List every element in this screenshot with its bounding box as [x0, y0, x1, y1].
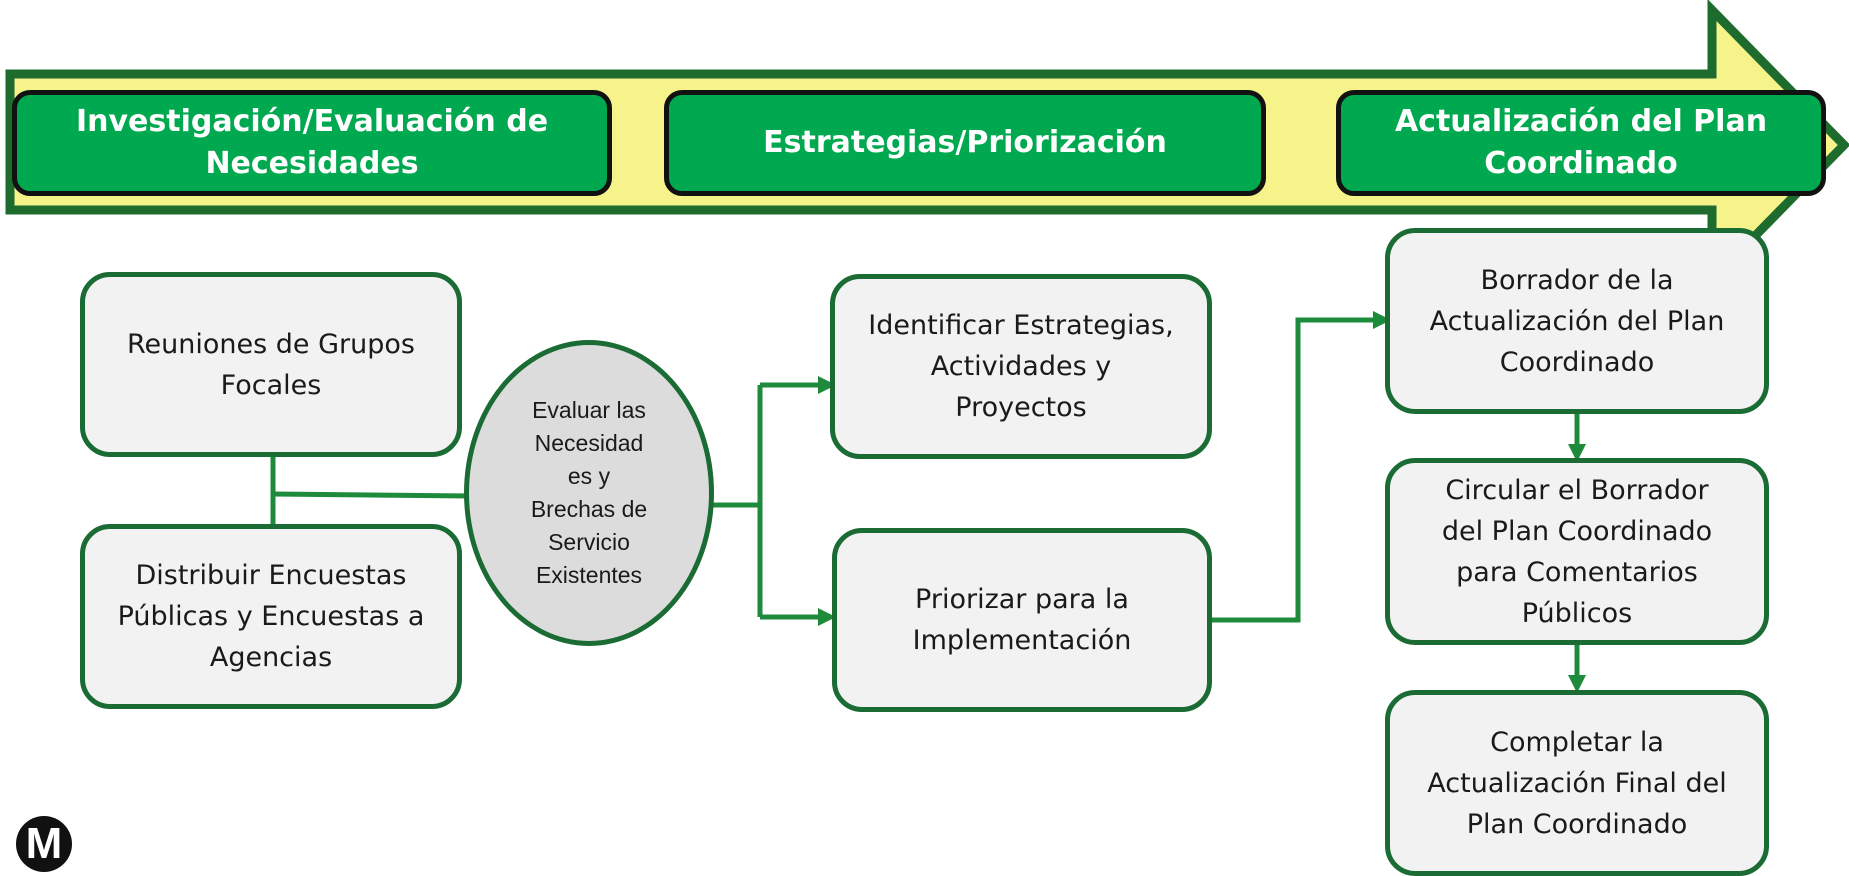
node-label-line: Actividades y: [930, 351, 1112, 382]
arrowhead-prioritize: [818, 608, 836, 626]
node-label-line: Distribuir Encuestas: [135, 560, 407, 591]
node-label-line: Servicio: [548, 529, 630, 555]
node-label-line: Existentes: [535, 562, 643, 588]
node-label-line: Circular el Borrador: [1445, 474, 1709, 506]
phase-strategies: Estrategias/Priorización: [664, 90, 1266, 196]
node-prioritize: Priorizar para la Implementación: [832, 528, 1212, 712]
node-label-line: Identificar Estrategias,: [868, 310, 1174, 341]
node-label-line: Necesidad: [534, 430, 644, 456]
node-label-line: del Plan Coordinado: [1441, 515, 1713, 547]
arrowhead-complete: [1568, 675, 1586, 693]
metro-logo-icon: M: [16, 816, 72, 872]
node-label-line: Públicas y Encuestas a: [117, 601, 425, 632]
node-label-line: Públicos: [1521, 597, 1633, 629]
node-label-line: Agencias: [209, 642, 333, 673]
node-label-line: es y: [567, 463, 611, 489]
node-label-line: Completar la: [1490, 726, 1664, 758]
phase-label-line: Estrategias/Priorización: [763, 125, 1167, 160]
node-label-line: Priorizar para la: [915, 584, 1129, 615]
arrowhead-draft: [1373, 311, 1391, 329]
node-label-line: Proyectos: [955, 392, 1087, 423]
phase-label-line: Coordinado: [1484, 146, 1678, 181]
node-label-line: Focales: [220, 369, 322, 401]
connector-left-to-oval: [272, 491, 473, 499]
phase-label-line: Actualización del Plan: [1394, 104, 1768, 139]
connector-prioritize-to-draft: [1210, 317, 1375, 623]
node-label-line: Evaluar las: [532, 397, 646, 423]
arrowhead-circulate: [1568, 444, 1586, 462]
node-label-line: Coordinado: [1499, 346, 1655, 378]
phase-needs-assessment: Investigación/Evaluación de Necesidades: [12, 90, 612, 196]
node-circulate-draft: Circular el Borrador del Plan Coordinado p…: [1385, 458, 1769, 645]
node-label-line: para Comentarios: [1456, 556, 1698, 588]
node-label-line: Brechas de: [530, 496, 648, 522]
node-label-line: Actualización del Plan: [1429, 305, 1725, 337]
arrowhead-identify: [818, 376, 836, 394]
phase-label-line: Investigación/Evaluación de: [75, 104, 549, 139]
logo-letter: M: [25, 819, 63, 868]
node-identify-strategies: Identificar Estrategias, Actividades y Pro…: [830, 274, 1212, 459]
node-label-line: Actualización Final del: [1427, 767, 1727, 799]
node-label-line: Implementación: [912, 625, 1132, 656]
node-label-line: Reuniones de Grupos: [127, 328, 415, 360]
phase-label-line: Necesidades: [205, 146, 419, 181]
node-label-line: Borrador de la: [1480, 264, 1674, 296]
node-label-line: Plan Coordinado: [1466, 808, 1688, 840]
